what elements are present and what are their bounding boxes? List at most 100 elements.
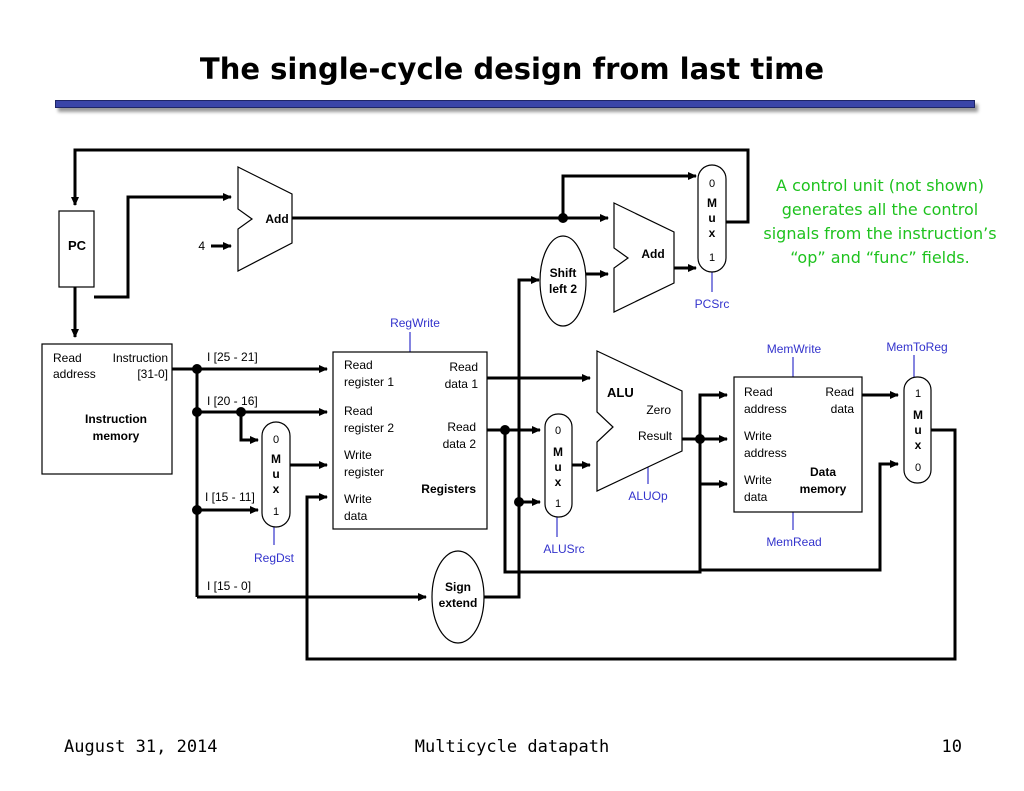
dmem-port-label: address [744, 446, 787, 460]
mux-input-label: 1 [709, 252, 715, 264]
shift-label: Shift [550, 266, 577, 280]
register-file [332, 351, 488, 530]
title-rule [55, 100, 975, 108]
imem-port-label: [31-0] [137, 367, 168, 381]
mux-letter: M [913, 408, 923, 422]
wire-pcplus4-to-mux [561, 172, 697, 218]
junction [558, 213, 568, 223]
instruction-memory [41, 343, 173, 475]
alu-result-label: Result [638, 429, 673, 443]
junction [514, 497, 524, 507]
regs-port-label: Write [344, 448, 372, 462]
signal-regwrite: RegWrite [390, 316, 440, 330]
shift-label: left 2 [549, 282, 577, 296]
branch-adder-label: Add [641, 247, 664, 261]
signal-memtoreg: MemToReg [886, 340, 947, 354]
wire-pc-loop [71, 148, 750, 224]
alu-zero-label: Zero [646, 403, 671, 417]
imem-name: memory [93, 429, 140, 443]
wires [71, 148, 957, 661]
signal-regdst: RegDst [254, 551, 295, 565]
pcsrc-mux [697, 164, 727, 273]
regs-port-label: data 2 [443, 437, 477, 451]
regs-port-label: register [344, 465, 384, 479]
field-rt: I [20 - 16] [207, 394, 258, 408]
const-four: 4 [198, 239, 205, 253]
wire-alu-to-memtoreg [698, 439, 899, 572]
sign-label: Sign [445, 580, 471, 594]
regs-port-label: Read [449, 360, 478, 374]
sign-extend [431, 550, 485, 644]
imem-port-label: address [53, 367, 96, 381]
mux-input-label: 0 [709, 178, 715, 190]
mux-letter: u [554, 460, 561, 474]
dmem-port-label: Write [744, 429, 772, 443]
signal-memwrite: MemWrite [767, 342, 822, 356]
regs-port-label: Write [344, 492, 372, 506]
alu-label: ALU [607, 385, 634, 400]
dmem-port-label: data [831, 402, 855, 416]
mux-letter: x [709, 226, 716, 240]
junction [695, 434, 705, 444]
dmem-name: memory [800, 482, 847, 496]
memtoreg-mux [903, 376, 932, 484]
pc-adder [237, 166, 293, 272]
signal-memread: MemRead [766, 535, 821, 549]
shift-left-2 [539, 235, 587, 327]
dmem-name: Data [810, 465, 836, 479]
mux-letter: M [553, 445, 563, 459]
regs-port-label: Read [447, 420, 476, 434]
mux-input-label: 0 [915, 462, 921, 474]
footer-date: August 31, 2014 [64, 737, 218, 757]
wire-signext [484, 276, 540, 599]
junction [236, 407, 246, 417]
mux-letter: u [272, 467, 279, 481]
alu [596, 350, 683, 492]
regs-port-label: data 1 [445, 377, 479, 391]
dmem-port-label: Read [744, 385, 773, 399]
regs-port-label: Read [344, 358, 373, 372]
junction [192, 364, 202, 374]
junctions [192, 213, 705, 515]
mux-letter: u [708, 211, 715, 225]
pc-register [58, 210, 95, 288]
mux-input-label: 1 [555, 498, 561, 510]
imem-port-label: Read [53, 351, 82, 365]
data-memory [733, 376, 863, 513]
regs-port-label: data [344, 509, 368, 523]
mux-letter: M [707, 196, 717, 210]
mux-letter: x [273, 482, 280, 496]
field-rd: I [15 - 11] [205, 490, 255, 504]
footer-page-number: 10 [941, 737, 962, 757]
wire-rd2-to-dmem [503, 430, 728, 574]
slide-title: The single-cycle design from last time [199, 52, 825, 86]
wire-ibus [172, 367, 199, 597]
dmem-port-label: address [744, 402, 787, 416]
footer-topic: Multicycle datapath [414, 737, 610, 757]
imem-port-label: Instruction [113, 351, 168, 365]
regdst-mux [261, 421, 291, 528]
wire-pc-to-add [94, 193, 232, 299]
regs-port-label: register 1 [344, 375, 394, 389]
dmem-port-label: Read [825, 385, 854, 399]
control-unit-note: A control unit (not shown) generates all… [763, 176, 997, 267]
control-lines [273, 272, 915, 545]
wire-rt-to-mux [239, 412, 259, 444]
regs-name: Registers [421, 482, 476, 496]
dmem-port-label: data [744, 490, 768, 504]
wire-alu-to-addr [698, 391, 728, 439]
pc-adder-label: Add [265, 212, 288, 226]
junction [500, 425, 510, 435]
field-imm: I [15 - 0] [207, 579, 251, 593]
mux-letter: u [914, 423, 921, 437]
pc-label: PC [68, 238, 87, 253]
mux-letter: M [271, 452, 281, 466]
regs-port-label: Read [344, 404, 373, 418]
mux-input-label: 0 [555, 425, 561, 437]
regs-port-label: register 2 [344, 421, 394, 435]
mux-input-label: 1 [915, 388, 921, 400]
imem-name: Instruction [85, 412, 147, 426]
signal-alusrc: ALUSrc [543, 542, 584, 556]
